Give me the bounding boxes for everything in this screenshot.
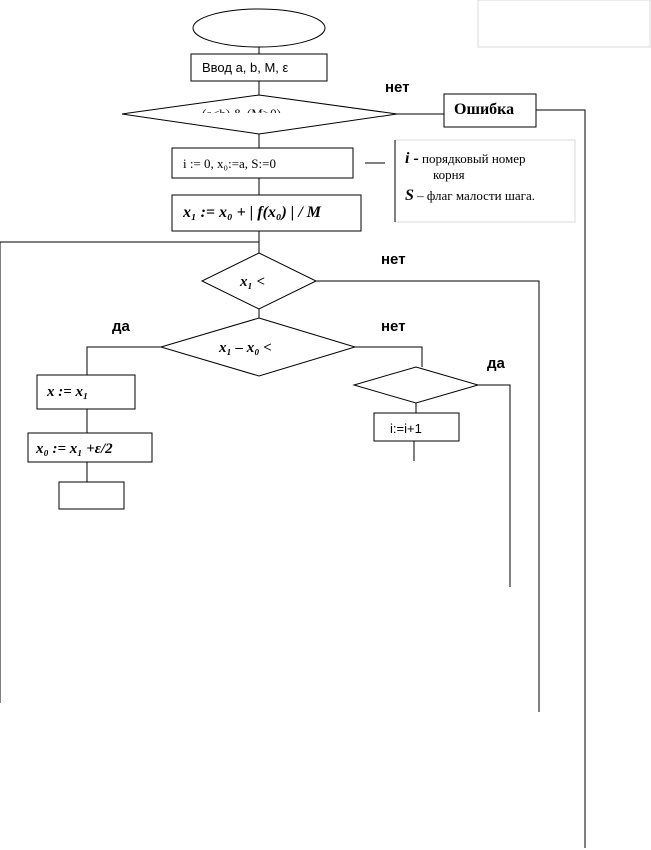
init-box-label: i := 0, x₀:=a, S:=0: [183, 157, 276, 170]
comment-frame: [395, 139, 576, 223]
comment-line-3: S – флаг малости шага.: [405, 188, 535, 204]
comment-var-i: i -: [405, 150, 419, 167]
eps-yes-label: да: [112, 318, 130, 335]
decision-check-shape: [121, 94, 398, 135]
comment-line-1: i - порядковый номер: [405, 151, 526, 167]
step-box-label: x₁ := x₀ + | f(x₀) | / M: [183, 204, 321, 221]
connector: [478, 384, 511, 587]
inner-yes-label: да: [487, 355, 505, 372]
empty-box-shape: [58, 481, 125, 510]
assign-root-label: x := x₁: [47, 384, 89, 400]
error-branch-label: нет: [385, 79, 410, 96]
comment-text-2: корня: [433, 167, 465, 182]
decision-bound-label: x₁ <: [240, 274, 266, 290]
decision-eps-label: x₁ – x₀ <: [219, 340, 272, 356]
connector: [355, 346, 423, 367]
connector: [536, 109, 586, 848]
assign-root-shape: [36, 374, 136, 410]
step-box-shape: [171, 194, 362, 232]
decision-check-label: (a<b) & (M>0): [202, 106, 281, 121]
eps-no-label: нет: [381, 318, 406, 335]
start-terminator: [192, 8, 326, 48]
init-box-shape: [171, 147, 354, 179]
comment-var-s: S: [405, 187, 414, 204]
connector: [86, 346, 161, 375]
comment-text-1: порядковый номер: [422, 151, 526, 166]
decision-inner-shape: [352, 366, 480, 404]
decision-eps-shape: [159, 317, 357, 377]
input-box-label: Ввод a, b, M, ε: [202, 60, 289, 75]
connector: [316, 280, 540, 712]
shift-x0-label: x₀ := x₁ +ε/2: [36, 441, 113, 457]
increment-box-label: i:=i+1: [390, 421, 422, 436]
increment-box-shape: [373, 412, 460, 442]
comment-text-3: – флаг малости шага.: [417, 188, 535, 203]
shift-x0-shape: [27, 432, 153, 463]
connector: [0, 241, 259, 703]
error-box-label: Ошибка: [454, 101, 515, 118]
corner-frame: [477, 0, 651, 48]
bound-no-label: нет: [381, 251, 406, 268]
init-box-text: i := 0, x₀:=a, S:=0: [183, 156, 276, 171]
